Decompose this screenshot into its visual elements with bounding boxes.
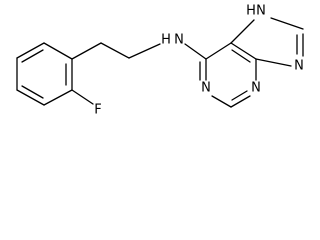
bond-ar-inner1 — [21, 49, 44, 63]
fluorine-label: F — [94, 103, 101, 118]
imidazole-n7-label: N — [256, 4, 266, 19]
bond-c2-n3-inner — [231, 90, 248, 101]
bond-n-c6 — [184, 43, 207, 60]
bond-c2-n3 — [230, 95, 251, 108]
imidazole-n9-label: N — [294, 59, 304, 74]
bond-c8-n7 — [270, 17, 304, 30]
benzene-ring — [16, 42, 73, 106]
bond-chain1 — [71, 42, 102, 60]
bond-ar5 — [43, 89, 73, 106]
pyrimidine-n3-label: N — [251, 81, 261, 96]
amine-nitrogen-label: N — [174, 33, 184, 48]
bond-n1-c2 — [211, 95, 232, 108]
bond-ar1 — [43, 42, 73, 60]
imidazole-ring — [230, 17, 304, 67]
amine-hydrogen-label: H — [161, 33, 171, 48]
bond-chain2 — [100, 42, 130, 59]
pyrimidine-ring — [199, 42, 257, 108]
bond-c4-n9 — [255, 58, 292, 67]
bond-ar-inner2 — [21, 85, 44, 99]
bond-c4-c5 — [230, 42, 257, 60]
bond-c-f — [71, 89, 94, 105]
bond-chain3 — [128, 43, 161, 59]
bond-n7-c5 — [230, 19, 255, 44]
bond-c4-c5-inner — [231, 49, 251, 63]
bond-ar4 — [16, 89, 45, 106]
molecule-canvas: F N H N N N N H — [16, 4, 304, 118]
bond-ar2 — [16, 42, 45, 59]
bond-c5-c6 — [205, 42, 232, 60]
imidazole-h7-label: H — [246, 4, 256, 19]
pyrimidine-n1-label: N — [201, 81, 211, 96]
structure-diagram: F N H N N N N H — [16, 4, 304, 118]
